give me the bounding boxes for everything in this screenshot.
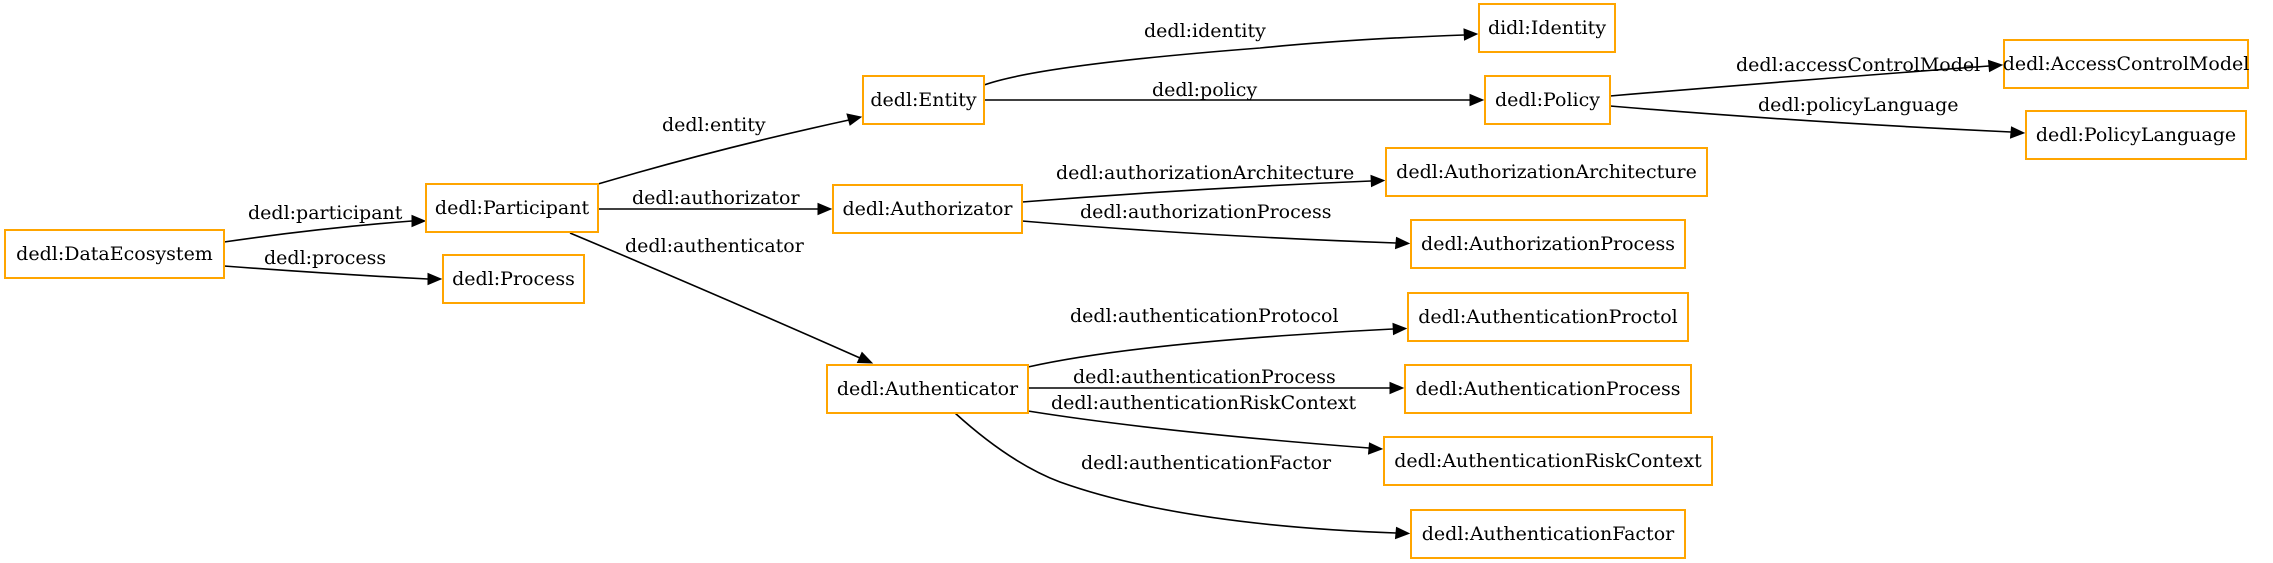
node-policylanguage[interactable]: dedl:PolicyLanguage (2025, 110, 2247, 160)
node-process[interactable]: dedl:Process (442, 254, 585, 304)
node-label-process: dedl:Process (452, 268, 575, 290)
node-label-authenticationriskcontext: dedl:AuthenticationRiskContext (1394, 450, 1702, 472)
edge-authorizator: dedl:authorizator (598, 187, 833, 216)
node-authorizationarchitecture[interactable]: dedl:AuthorizationArchitecture (1385, 147, 1708, 197)
node-label-entity: dedl:Entity (870, 89, 977, 111)
edge-label-authorizator: dedl:authorizator (632, 187, 800, 209)
edge-label-policy: dedl:policy (1152, 79, 1257, 101)
edge-authenticationprotocol: dedl:authenticationProtocol (1027, 305, 1408, 368)
edge-label-authorizationprocess: dedl:authorizationProcess (1080, 201, 1332, 223)
edge-process: dedl:process (223, 247, 443, 286)
edge-authenticationprocess: dedl:authenticationProcess (1028, 366, 1405, 395)
edge-entity: dedl:entity (597, 113, 863, 185)
edge-label-entity: dedl:entity (662, 114, 766, 136)
node-label-authenticationprocess: dedl:AuthenticationProcess (1415, 378, 1680, 400)
node-authenticator[interactable]: dedl:Authenticator (826, 364, 1029, 414)
node-authenticationprocess[interactable]: dedl:AuthenticationProcess (1404, 364, 1692, 414)
edge-label-authenticator: dedl:authenticator (625, 235, 805, 257)
edge-authenticator: dedl:authenticator (569, 232, 874, 364)
edge-label-participant: dedl:participant (248, 202, 403, 224)
node-authenticationproctol[interactable]: dedl:AuthenticationProctol (1407, 292, 1689, 342)
edge-accesscontrolmodel: dedl:accessControlModel (1609, 54, 2004, 97)
edge-participant: dedl:participant (223, 202, 427, 243)
edge-label-authenticationprocess: dedl:authenticationProcess (1073, 366, 1336, 388)
edge-label-authenticationfactor: dedl:authenticationFactor (1081, 452, 1332, 474)
node-label-authorizator: dedl:Authorizator (843, 198, 1014, 220)
node-dataecosystem[interactable]: dedl:DataEcosystem (4, 229, 225, 279)
edge-label-policylanguage: dedl:policyLanguage (1758, 94, 1959, 116)
edge-authenticationfactor: dedl:authenticationFactor (954, 412, 1411, 540)
node-identity[interactable]: didl:Identity (1478, 3, 1616, 53)
node-label-dataecosystem: dedl:DataEcosystem (16, 243, 213, 265)
edge-label-process: dedl:process (264, 247, 386, 269)
node-entity[interactable]: dedl:Entity (862, 75, 985, 125)
edge-label-authenticationprotocol: dedl:authenticationProtocol (1070, 305, 1339, 327)
edge-authorizationprocess: dedl:authorizationProcess (1021, 201, 1411, 250)
node-participant[interactable]: dedl:Participant (425, 183, 599, 233)
node-authorizationprocess[interactable]: dedl:AuthorizationProcess (1410, 219, 1686, 269)
node-label-policylanguage: dedl:PolicyLanguage (2036, 124, 2236, 146)
node-label-authenticator: dedl:Authenticator (837, 378, 1019, 400)
node-label-participant: dedl:Participant (435, 197, 590, 219)
node-label-identity: didl:Identity (1488, 17, 1606, 39)
edge-label-accesscontrolmodel: dedl:accessControlModel (1736, 54, 1980, 76)
edge-label-identity: dedl:identity (1144, 20, 1266, 42)
edge-authorizationarchitecture: dedl:authorizationArchitecture (1021, 162, 1386, 203)
edge-label-authenticationriskcontext: dedl:authenticationRiskContext (1051, 392, 1356, 414)
node-label-authorizationarchitecture: dedl:AuthorizationArchitecture (1396, 161, 1697, 183)
node-authenticationfactor[interactable]: dedl:AuthenticationFactor (1410, 509, 1686, 559)
node-authorizator[interactable]: dedl:Authorizator (832, 184, 1023, 234)
edge-policy: dedl:policy (984, 79, 1485, 107)
node-accesscontrolmodel[interactable]: dedl:AccessControlModel (2003, 39, 2250, 89)
edge-identity: dedl:identity (983, 20, 1479, 86)
node-label-authenticationproctol: dedl:AuthenticationProctol (1418, 306, 1678, 328)
edge-authenticationriskcontext: dedl:authenticationRiskContext (1027, 392, 1384, 455)
node-label-accesscontrolmodel: dedl:AccessControlModel (2003, 53, 2250, 75)
node-label-authenticationfactor: dedl:AuthenticationFactor (1422, 523, 1675, 545)
node-authenticationriskcontext[interactable]: dedl:AuthenticationRiskContext (1383, 436, 1713, 486)
edge-policylanguage: dedl:policyLanguage (1609, 94, 2026, 139)
node-policy[interactable]: dedl:Policy (1484, 75, 1611, 125)
edge-label-authorizationarchitecture: dedl:authorizationArchitecture (1056, 162, 1354, 184)
node-label-policy: dedl:Policy (1495, 89, 1600, 111)
node-label-authorizationprocess: dedl:AuthorizationProcess (1421, 233, 1675, 255)
